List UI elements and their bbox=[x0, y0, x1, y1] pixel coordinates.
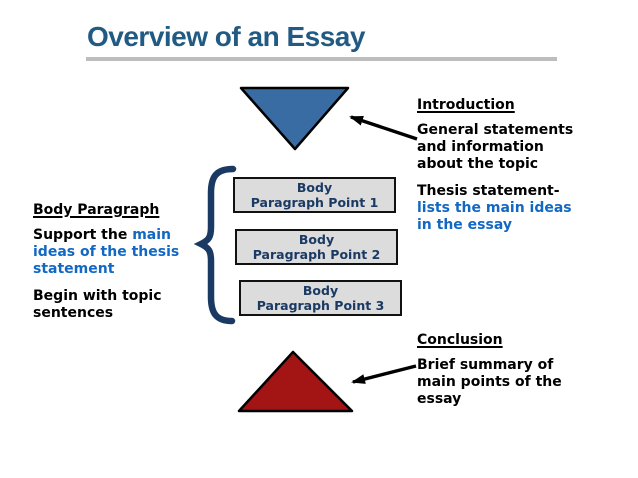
introduction-triangle-icon bbox=[239, 86, 350, 151]
thesis-statement-label: Thesis statement- bbox=[417, 183, 560, 199]
box-2-line-2: Paragraph Point 2 bbox=[252, 247, 381, 262]
body-paragraph-topic-text: Begin with topic sentences bbox=[33, 288, 162, 321]
body-paragraph-box-2: Body Paragraph Point 2 bbox=[235, 229, 398, 265]
conclusion-text-block: Conclusion Brief summary of main points … bbox=[417, 332, 589, 418]
introduction-paragraph-2: Thesis statement- lists the main ideas i… bbox=[417, 183, 589, 234]
box-1-line-1: Body bbox=[296, 180, 333, 195]
introduction-heading: Introduction bbox=[417, 97, 515, 113]
left-curly-brace-icon bbox=[193, 165, 237, 325]
introduction-text-block: Introduction General statements and info… bbox=[417, 97, 589, 244]
body-paragraph-box-3: Body Paragraph Point 3 bbox=[239, 280, 402, 316]
support-detail: main ideas of the thesis statement bbox=[33, 227, 180, 277]
box-3-line-2: Paragraph Point 3 bbox=[256, 298, 385, 313]
conclusion-triangle-icon bbox=[237, 350, 354, 413]
conclusion-heading: Conclusion bbox=[417, 332, 503, 348]
slide-title: Overview of an Essay bbox=[87, 21, 365, 52]
title-underline-rule bbox=[86, 57, 557, 61]
body-paragraph-text-block: Body Paragraph Support the main ideas of… bbox=[33, 202, 203, 332]
conclusion-arrow-icon bbox=[351, 364, 417, 384]
box-3-line-1: Body bbox=[302, 283, 339, 298]
body-paragraph-heading: Body Paragraph bbox=[33, 202, 160, 218]
box-2-line-1: Body bbox=[298, 232, 335, 247]
introduction-paragraph-1: General statements and information about… bbox=[417, 122, 574, 172]
box-1-line-2: Paragraph Point 1 bbox=[250, 195, 379, 210]
conclusion-paragraph: Brief summary of main points of the essa… bbox=[417, 357, 562, 407]
thesis-statement-detail: lists the main ideas in the essay bbox=[417, 200, 572, 233]
body-paragraph-support-text: Support the main ideas of the thesis sta… bbox=[33, 227, 203, 278]
support-label: Support the bbox=[33, 227, 133, 243]
body-paragraph-box-1: Body Paragraph Point 1 bbox=[233, 177, 396, 213]
introduction-arrow-icon bbox=[349, 115, 418, 141]
